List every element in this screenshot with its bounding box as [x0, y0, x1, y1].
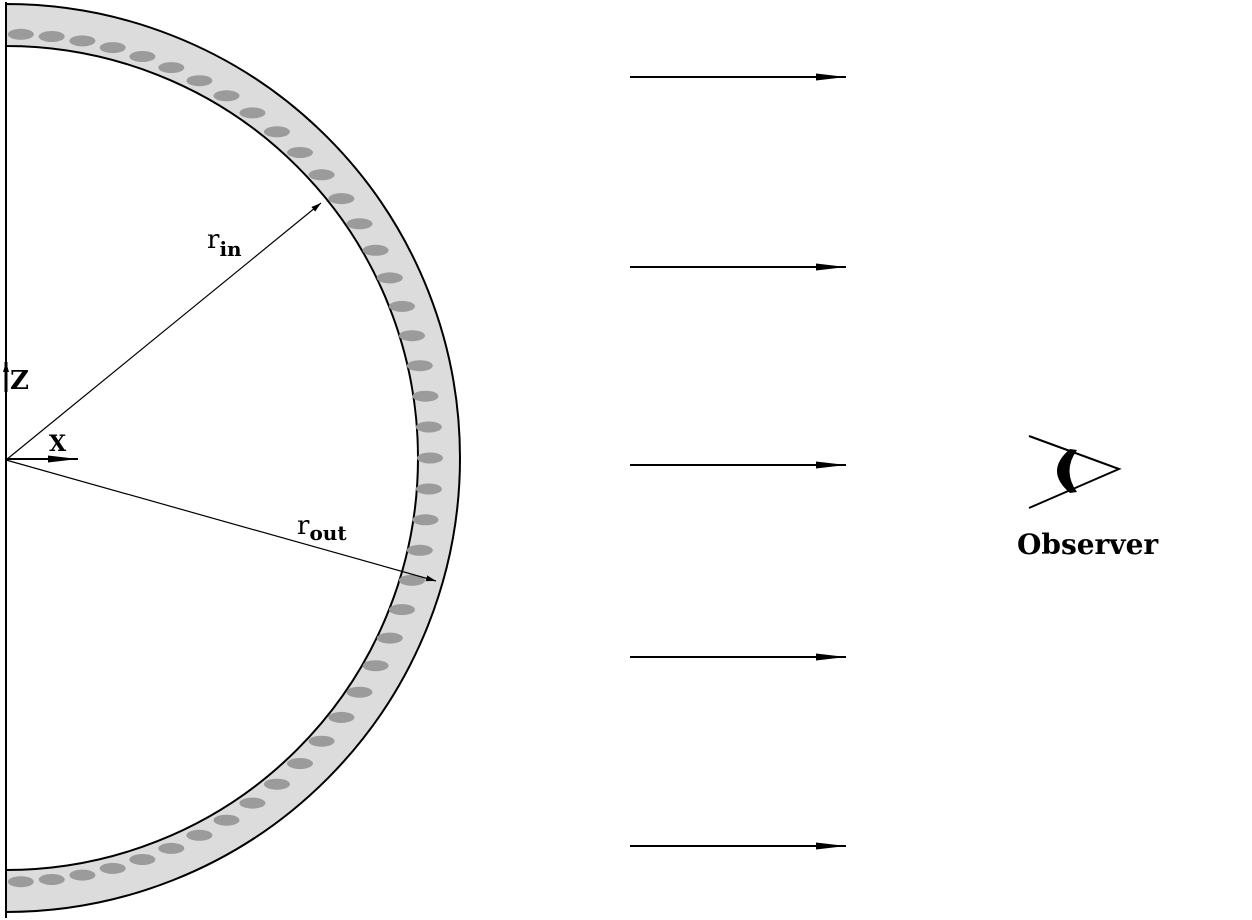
dust-grain: [129, 854, 156, 865]
dust-grain: [399, 574, 425, 586]
dust-grain: [389, 604, 415, 616]
eye-icon: [1028, 435, 1122, 509]
dust-grain: [376, 632, 403, 644]
dust-grain: [415, 421, 442, 433]
label-z-axis: Z: [10, 366, 29, 396]
dust-grain: [129, 51, 156, 62]
radius-out-line: [5, 459, 437, 582]
dust-grain: [38, 31, 65, 42]
dust-grain: [263, 778, 290, 790]
dust-grain: [99, 862, 126, 874]
dust-grain: [7, 876, 34, 888]
dust-grain: [308, 169, 335, 181]
dust-grain: [389, 300, 415, 312]
dust-grain: [287, 758, 313, 769]
observer-label: Observer: [1017, 528, 1159, 561]
dust-grain: [186, 75, 213, 87]
dust-grain: [412, 390, 439, 402]
dust-grain: [7, 28, 34, 40]
dust-grain: [415, 483, 442, 495]
dust-grain: [328, 193, 355, 205]
dust-grain: [406, 544, 433, 556]
label-r-in: rin: [207, 225, 242, 261]
dust-grain: [376, 272, 403, 284]
dust-shell: [5, 2, 461, 914]
dust-grains: [7, 28, 443, 888]
dust-grain: [263, 126, 290, 138]
dust-grain: [346, 218, 373, 230]
label-r-out: rout: [297, 511, 347, 545]
rays: [630, 73, 846, 850]
dust-grain: [213, 90, 240, 102]
dust-grain: [346, 686, 373, 698]
dust-grain: [362, 660, 389, 672]
label-x-axis: X: [49, 431, 67, 457]
dust-grain: [99, 42, 126, 54]
dust-grain: [399, 330, 425, 342]
dust-grain: [69, 869, 96, 881]
dust-grain: [69, 35, 96, 47]
dust-grain: [362, 244, 389, 256]
radius-in-line: [5, 202, 322, 461]
dust-grain: [308, 735, 335, 747]
dust-grain: [158, 842, 185, 854]
dust-grain: [412, 514, 439, 526]
dust-grain: [417, 452, 443, 464]
dust-grain: [239, 797, 266, 809]
dust-grain: [186, 829, 213, 841]
dust-grain: [287, 147, 313, 158]
dust-grain: [38, 874, 65, 885]
dust-grain: [158, 62, 185, 74]
dust-grain: [328, 711, 355, 723]
dust-grain: [239, 107, 266, 119]
dust-grain: [213, 814, 240, 826]
dust-grain: [406, 360, 433, 372]
